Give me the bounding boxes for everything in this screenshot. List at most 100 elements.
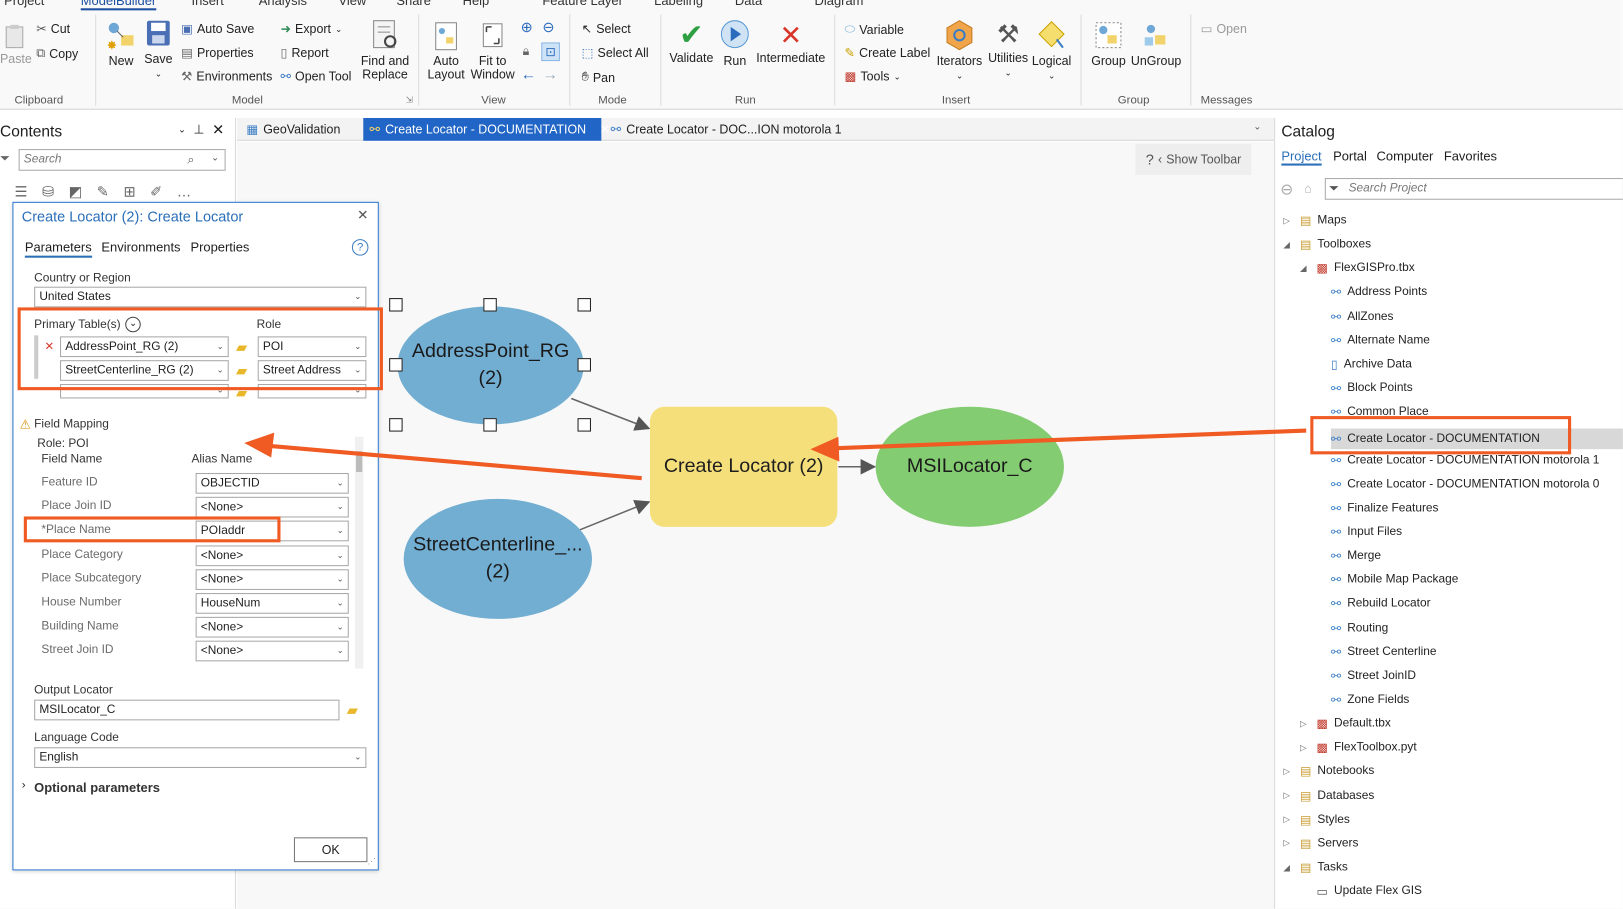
- catalog-item[interactable]: ▷▤Maps: [1283, 213, 1346, 227]
- dialog-tab-environments[interactable]: Environments: [101, 240, 181, 255]
- ok-button[interactable]: OK: [293, 837, 368, 863]
- catalog-tab-project[interactable]: Project: [1281, 149, 1322, 166]
- catalog-item[interactable]: ◢▤Toolboxes: [1283, 237, 1371, 251]
- country-select[interactable]: United States⌄: [34, 286, 367, 308]
- row-grip[interactable]: [34, 335, 39, 379]
- catalog-item[interactable]: ⚯Address Points: [1331, 285, 1427, 299]
- lock-icon[interactable]: 🔒︎: [522, 43, 530, 58]
- select-all-button[interactable]: ⬚Select All: [582, 46, 649, 60]
- catalog-item[interactable]: ▷▩Default.tbx: [1300, 716, 1391, 730]
- selection-handle[interactable]: [389, 358, 403, 372]
- report-button[interactable]: ▯Report: [280, 46, 328, 60]
- cut-button[interactable]: ✂Cut: [36, 22, 70, 36]
- language-select[interactable]: English⌄: [34, 747, 367, 768]
- dialog-tab-parameters[interactable]: Parameters: [24, 240, 92, 258]
- folder-icon[interactable]: ▰: [235, 383, 248, 401]
- back-circle-icon[interactable]: ⊖: [1280, 181, 1294, 199]
- tab-data[interactable]: Data: [734, 0, 763, 9]
- chevron-down-icon[interactable]: ⌄: [178, 124, 186, 135]
- catalog-item[interactable]: ⚯Rebuild Locator: [1331, 597, 1431, 611]
- filter-icon[interactable]: ⏷: [1328, 181, 1339, 196]
- zoom-in-icon[interactable]: ⊕: [520, 18, 533, 36]
- collapse-icon[interactable]: ◢: [1283, 239, 1290, 250]
- collapse-icon[interactable]: ◢: [1299, 263, 1307, 274]
- tools-button[interactable]: ▩Tools⌄: [845, 69, 901, 83]
- optional-parameters-toggle[interactable]: Optional parameters: [34, 780, 160, 795]
- intermediate-button[interactable]: ✕Intermediate: [756, 19, 826, 66]
- doc-tab-create-locator-documentation[interactable]: ⚯Create Locator - DOCUMENTATION✕: [363, 117, 610, 141]
- catalog-item[interactable]: ⚯Alternate Name: [1331, 333, 1430, 347]
- expand-icon[interactable]: ▷: [1283, 814, 1290, 825]
- catalog-item[interactable]: ⚯AllZones: [1331, 309, 1394, 323]
- zoom-out-icon[interactable]: ⊖: [542, 18, 555, 36]
- catalog-search-input[interactable]: Search Project: [1348, 182, 1427, 195]
- open-tool-button[interactable]: ⚯Open Tool: [280, 69, 351, 83]
- selection-handle[interactable]: [389, 298, 403, 312]
- properties-button[interactable]: ▤Properties: [181, 46, 253, 60]
- alias-select[interactable]: <None>⌄: [195, 545, 349, 566]
- tab-project[interactable]: Project: [4, 0, 45, 9]
- close-icon[interactable]: ✕: [357, 207, 369, 223]
- folder-icon[interactable]: ▰: [346, 701, 358, 719]
- tab-modelbuilder[interactable]: ModelBuilder: [80, 0, 157, 11]
- catalog-item[interactable]: ⚯Street JoinID: [1331, 668, 1416, 682]
- save-model-button[interactable]: Save⌄: [143, 19, 174, 81]
- iterators-button[interactable]: Iterators⌄: [936, 19, 984, 83]
- remove-row-icon[interactable]: ✕: [44, 340, 55, 353]
- selection-handle[interactable]: [389, 418, 403, 432]
- connector-addresspoint-to-create-locator[interactable]: [571, 397, 651, 431]
- tab-share[interactable]: Share: [396, 0, 431, 9]
- close-icon[interactable]: ✕: [599, 122, 611, 137]
- catalog-item[interactable]: ◢▩FlexGISPro.tbx: [1300, 261, 1415, 275]
- connector-streetcenterline-to-create-locator[interactable]: [579, 499, 651, 531]
- catalog-search-box[interactable]: ⏷ Search Project: [1324, 178, 1623, 200]
- validate-button[interactable]: ✔Validate: [669, 19, 715, 66]
- doc-tab-geovalidation[interactable]: ▦GeoValidation: [240, 118, 346, 141]
- dialog-launcher-icon[interactable]: ⇲: [405, 95, 413, 105]
- alias-select[interactable]: HouseNum⌄: [195, 593, 349, 614]
- pan-button[interactable]: ✋︎Pan: [582, 69, 615, 85]
- copy-button[interactable]: ⧉Copy: [36, 46, 78, 62]
- catalog-tab-computer[interactable]: Computer: [1376, 149, 1434, 164]
- catalog-tab-portal[interactable]: Portal: [1333, 149, 1367, 164]
- data-source-icon[interactable]: ⛁: [41, 183, 55, 200]
- catalog-item[interactable]: ⚯Create Locator - DOCUMENTATION: [1331, 428, 1623, 450]
- collapse-icon[interactable]: ◢: [1283, 862, 1290, 873]
- group-button[interactable]: Group: [1089, 19, 1128, 69]
- catalog-item[interactable]: ▷▩FlexToolbox.pyt: [1300, 740, 1417, 754]
- pin-icon[interactable]: ⊥: [193, 122, 205, 137]
- folder-icon[interactable]: ▰: [235, 362, 248, 379]
- catalog-item[interactable]: ▭Update Flex GIS: [1300, 884, 1422, 898]
- catalog-item[interactable]: ⚯Finalize Features: [1331, 501, 1438, 515]
- forward-arrow-icon[interactable]: →: [542, 66, 558, 84]
- catalog-item[interactable]: ▷▤Databases: [1283, 788, 1374, 802]
- streetcenterline-data-node[interactable]: StreetCenterline_... (2): [403, 498, 593, 619]
- alias-select[interactable]: <None>⌄: [195, 569, 349, 590]
- contents-search-box[interactable]: Search ⌕ ⌄: [18, 149, 226, 171]
- open-messages-button[interactable]: ▭Open: [1201, 22, 1247, 36]
- selection-handle[interactable]: [483, 298, 497, 312]
- selection-icon[interactable]: ◩: [68, 183, 83, 200]
- selection-handle[interactable]: [577, 298, 591, 312]
- catalog-item[interactable]: ⚯Create Locator - DOCUMENTATION motorola…: [1331, 477, 1599, 491]
- new-model-button[interactable]: ✸New: [104, 19, 139, 69]
- catalog-item[interactable]: ⚯Street Centerline: [1331, 644, 1437, 659]
- alias-select[interactable]: <None>⌄: [195, 641, 349, 662]
- catalog-item[interactable]: ⚯Routing: [1331, 621, 1388, 635]
- run-button[interactable]: Run: [717, 19, 752, 69]
- folder-icon[interactable]: ▰: [235, 338, 248, 356]
- catalog-item[interactable]: ▷▤Servers: [1283, 836, 1358, 850]
- catalog-item[interactable]: ⚯Block Points: [1331, 381, 1413, 395]
- expand-icon[interactable]: ▷: [1283, 766, 1290, 777]
- contents-search-input[interactable]: Search: [23, 153, 62, 166]
- catalog-item[interactable]: ▷▤Notebooks: [1283, 764, 1374, 778]
- catalog-item[interactable]: ⚯Mobile Map Package: [1331, 573, 1458, 587]
- paste-button[interactable]: Paste: [0, 23, 32, 66]
- catalog-item[interactable]: ⚯Input Files: [1331, 525, 1402, 539]
- field-mapping-scrollbar[interactable]: [355, 436, 364, 669]
- catalog-item[interactable]: ⚯Merge: [1331, 549, 1381, 563]
- msilocator-output-node[interactable]: MSILocator_C: [875, 406, 1064, 527]
- catalog-item[interactable]: ▷▤Styles: [1283, 812, 1349, 826]
- show-toolbar-button[interactable]: ?‹Show Toolbar: [1135, 143, 1252, 175]
